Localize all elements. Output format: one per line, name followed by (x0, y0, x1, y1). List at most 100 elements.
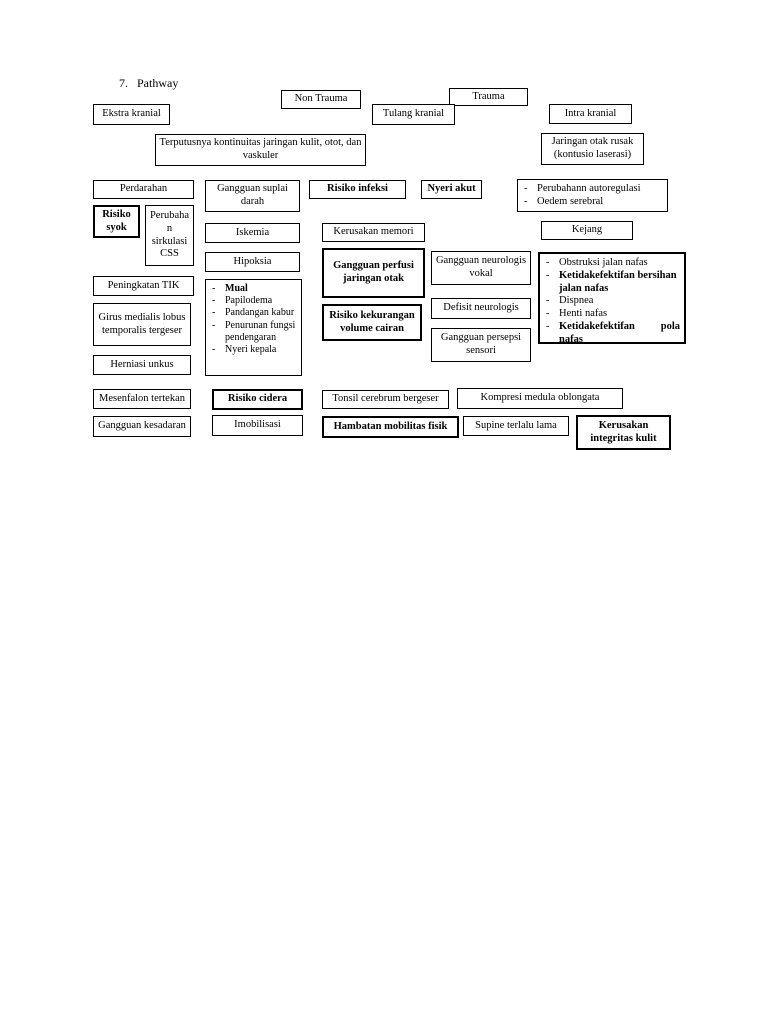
box-defisit-neurologis: Defisit neurologis (431, 298, 531, 319)
box-girus-medialis: Girus medialis lobus temporalis tergeser (93, 303, 191, 346)
dash-bullet: - (212, 295, 216, 307)
list-item-label: Ketidakefektifan bersihan jalan nafas (559, 269, 677, 294)
dash-bullet: - (212, 307, 216, 319)
list-item-label: Obstruksi jalan nafas (559, 257, 648, 268)
box-label: Risiko kekurangan volume cairan (329, 309, 415, 334)
box-label: Kejang (571, 224, 603, 236)
box-hipoksia: Hipoksia (205, 252, 300, 272)
box-kejang: Kejang (541, 221, 633, 240)
box-gangguan-suplai-darah: Gangguan suplai darah (205, 180, 300, 212)
box-kerusakan-memori: Kerusakan memori (322, 223, 425, 242)
box-tonsil-cerebrum: Tonsil cerebrum bergeser (322, 390, 449, 409)
box-label: Hambatan mobilitas fisik (333, 420, 448, 432)
box-label: Iskemia (235, 226, 270, 238)
list-item-label: Perubahann autoregulasi (537, 183, 641, 194)
dash-bullet: - (212, 343, 216, 355)
box-peningkatan-tik: Peningkatan TIK (93, 276, 194, 296)
box-gangguan-persepsi-sensori: Gangguan persepsi sensori (431, 328, 531, 362)
box-kompresi-medula: Kompresi medula oblongata (457, 388, 623, 409)
box-risiko-syok: Risiko syok (93, 205, 140, 238)
box-label: Gangguan persepsi sensori (440, 332, 522, 356)
dash-bullet: - (546, 269, 550, 281)
box-hambatan-mobilitas: Hambatan mobilitas fisik (322, 416, 459, 438)
box-mesenfalon-tertekan: Mesenfalon tertekan (93, 389, 191, 409)
box-iskemia: Iskemia (205, 223, 300, 243)
box-label: Kerusakan memori (333, 226, 414, 238)
box-label: Gangguan perfusi jaringan otak (333, 260, 414, 284)
box-label: Girus medialis lobus temporalis tergeser (98, 311, 186, 336)
box-label: Risiko infeksi (327, 183, 388, 195)
dash-bullet: - (546, 308, 550, 320)
box-label: Kompresi medula oblongata (480, 392, 600, 404)
box-respiratory-diagnoses-list: - Obstruksi jalan nafas - Ketidakefektif… (538, 252, 686, 344)
dash-bullet: - (546, 320, 550, 332)
box-label: Nyeri akut (427, 183, 476, 195)
box-label: Perubahan sirkulasi CSS (149, 209, 190, 260)
box-risiko-cidera: Risiko cidera (212, 389, 303, 410)
box-label: Terputusnya kontinuitas jaringan kulit, … (159, 137, 362, 161)
box-label: Tulang kranial (382, 108, 445, 120)
list-item-label: Penurunan fungsi pendengaran (225, 319, 296, 343)
box-label: Trauma (472, 90, 505, 102)
box-label: Non Trauma (294, 93, 348, 105)
dash-bullet: - (546, 257, 550, 268)
dash-bullet: - (212, 319, 216, 331)
box-tulang-kranial: Tulang kranial (372, 104, 455, 125)
box-label: Kerusakan integritas kulit (590, 419, 657, 444)
box-gangguan-perfusi: Gangguan perfusi jaringan otak (322, 248, 425, 298)
list-item: - Ketidakefektifan pola nafas (544, 320, 680, 344)
heading-number: 7. (119, 76, 128, 90)
dash-bullet: - (212, 283, 216, 294)
box-risiko-infeksi: Risiko infeksi (309, 180, 406, 199)
box-label: Supine terlalu lama (475, 419, 557, 431)
list-item-label: Ketidakefektifan pola nafas (559, 320, 680, 344)
box-label: Tonsil cerebrum bergeser (332, 393, 439, 405)
box-terputusnya-kontinuitas: Terputusnya kontinuitas jaringan kulit, … (155, 134, 366, 166)
list-item: - Papilodema (210, 295, 297, 307)
box-label: Gangguan suplai darah (217, 183, 288, 207)
box-herniasi-unkus: Herniasi unkus (93, 355, 191, 375)
box-kerusakan-integritas-kulit: Kerusakan integritas kulit (576, 415, 671, 450)
box-jaringan-otak-rusak: Jaringan otak rusak (kontusio laserasi) (541, 133, 644, 165)
box-symptoms-list: - Mual - Papilodema - Pandangan kabur - … (205, 279, 302, 376)
box-label: Gangguan neurologis vokal (435, 255, 527, 279)
box-label: Herniasi unkus (110, 358, 174, 370)
list-item: - Perubahann autoregulasi (522, 183, 663, 196)
dash-bullet: - (524, 183, 528, 194)
box-gangguan-neurologis-vokal: Gangguan neurologis vokal (431, 251, 531, 285)
box-perubahan-sirkulasi-css: Perubahan sirkulasi CSS (145, 205, 194, 266)
list-item: - Henti nafas (544, 308, 680, 321)
box-ekstra-kranial: Ekstra kranial (93, 104, 170, 125)
box-risiko-kekurangan-cairan: Risiko kekurangan volume cairan (322, 304, 422, 341)
list-item-label: Pandangan kabur (225, 307, 295, 319)
heading-label: Pathway (137, 76, 179, 90)
box-label: Imobilisasi (234, 419, 281, 431)
box-label: Gangguan kesadaran (98, 420, 186, 432)
list-item-label: Nyeri kepala (225, 343, 277, 355)
box-label: Hipoksia (233, 255, 272, 267)
box-label: Ekstra kranial (102, 108, 161, 120)
box-intra-kranial: Intra kranial (549, 104, 632, 124)
box-perdarahan: Perdarahan (93, 180, 194, 199)
box-label: Defisit neurologis (443, 302, 519, 314)
list-item: - Mual (210, 283, 297, 295)
list-item-label: Mual (225, 283, 248, 294)
list-item-label: Oedem serebral (537, 195, 604, 207)
box-label: Mesenfalon tertekan (98, 392, 185, 404)
box-autoregulasi-list: - Perubahann autoregulasi - Oedem serebr… (517, 179, 668, 212)
list-item: - Obstruksi jalan nafas (544, 257, 680, 270)
box-label: Intra kranial (564, 107, 617, 119)
box-non-trauma: Non Trauma (281, 90, 361, 109)
box-supine-terlalu-lama: Supine terlalu lama (463, 416, 569, 436)
box-label: Peningkatan TIK (107, 279, 180, 291)
box-trauma: Trauma (449, 88, 528, 106)
list-item: - Pandangan kabur (210, 307, 297, 319)
list-item: - Ketidakefektifan bersihan jalan nafas (544, 270, 680, 296)
dash-bullet: - (524, 195, 528, 207)
box-nyeri-akut: Nyeri akut (421, 180, 482, 199)
page-title: 7. Pathway (119, 76, 178, 91)
box-label: Jaringan otak rusak (kontusio laserasi) (551, 136, 634, 160)
list-item: - Penurunan fungsi pendengaran (210, 320, 297, 344)
list-item: - Nyeri kepala (210, 344, 297, 356)
